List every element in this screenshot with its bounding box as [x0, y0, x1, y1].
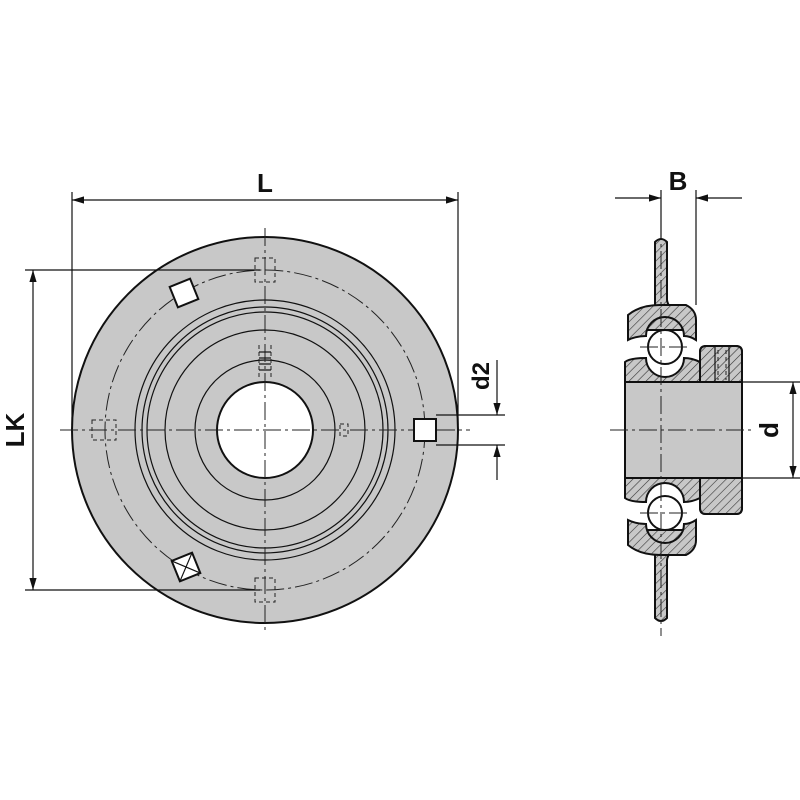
- collar-section-top: [699, 345, 743, 383]
- inner-ring-section-bottom: [624, 477, 701, 504]
- hidden-bolt-hole-top: [254, 257, 276, 283]
- label-L: L: [257, 168, 273, 198]
- inner-ring-section-top: [624, 356, 701, 383]
- label-d2: d2: [468, 362, 495, 390]
- label-LK: LK: [0, 412, 30, 447]
- hidden-setscrew-right: [339, 423, 349, 437]
- dimension-B: B: [615, 166, 742, 305]
- dimension-LK: LK: [0, 269, 260, 591]
- hidden-bolt-hole-left: [91, 419, 117, 441]
- dimension-d2: d2: [436, 360, 505, 480]
- dimension-d: d: [742, 381, 800, 479]
- outer-ring-section-top: [627, 304, 697, 342]
- hidden-bolt-hole-bottom: [254, 577, 276, 603]
- bolt-head-lower-left: [170, 551, 202, 583]
- label-B: B: [669, 166, 688, 196]
- dimension-L: L: [71, 168, 459, 425]
- collar-section-bottom: [699, 477, 743, 515]
- label-d: d: [754, 422, 784, 438]
- side-section-view: B d: [610, 166, 800, 636]
- outer-ring-section-bottom: [627, 518, 697, 556]
- hidden-grease-nipple: [258, 345, 272, 380]
- bolt-head-right: [413, 418, 437, 442]
- bolt-head-upper-left: [168, 277, 200, 309]
- front-view: L LK d2: [0, 168, 505, 632]
